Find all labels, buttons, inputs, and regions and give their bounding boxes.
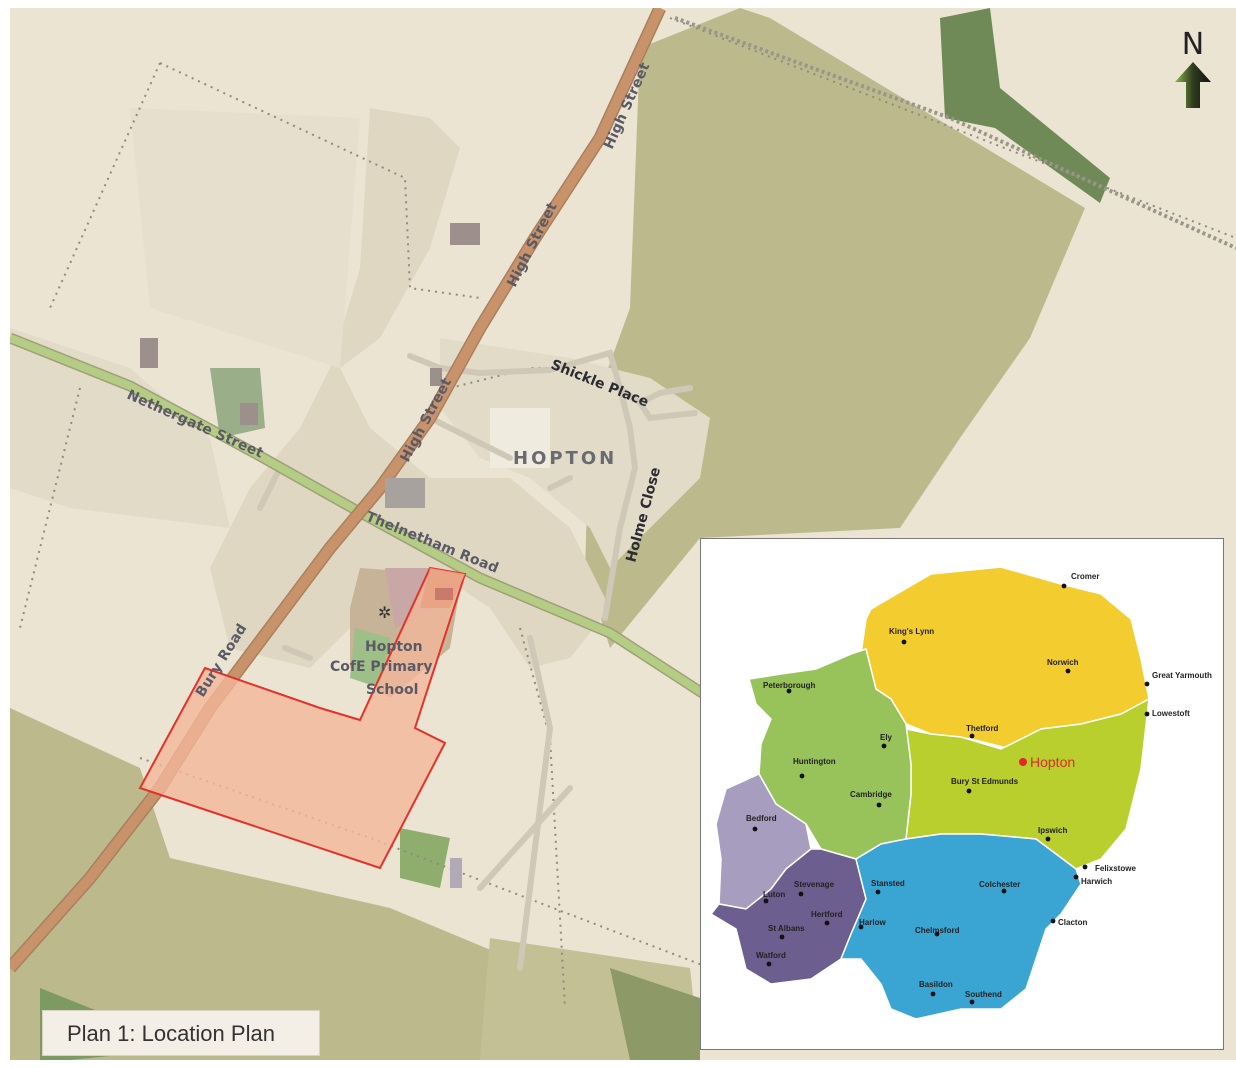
town-dots xyxy=(752,583,1150,1005)
town-kings-lynn: King's Lynn xyxy=(889,627,934,636)
town-cambridge: Cambridge xyxy=(850,790,892,799)
label-hopton-village: HOPTON xyxy=(513,448,617,469)
field-boundaries xyxy=(19,17,1236,1009)
town-norwich: Norwich xyxy=(1047,658,1079,667)
label-school-3: School xyxy=(366,682,418,698)
location-map[interactable]: ✲ High Street High Street High Street Ne… xyxy=(10,8,1236,1060)
town-stevenage: Stevenage xyxy=(794,880,835,889)
town-chelmsford: Chelmsford xyxy=(915,926,960,935)
label-school-1: Hopton xyxy=(365,639,423,655)
town-southend: Southend xyxy=(965,990,1002,999)
town-colchester: Colchester xyxy=(979,880,1020,889)
region-essex xyxy=(839,833,1082,1020)
north-arrow-icon xyxy=(1175,62,1211,108)
town-watford: Watford xyxy=(756,951,786,960)
town-great-yarmouth: Great Yarmouth xyxy=(1152,671,1212,680)
town-bedford: Bedford xyxy=(746,814,777,823)
town-thetford: Thetford xyxy=(966,724,999,733)
north-arrow: N xyxy=(1168,30,1218,115)
town-bury-st-edmunds: Bury St Edmunds xyxy=(951,777,1019,786)
town-peterborough: Peterborough xyxy=(763,681,816,690)
town-harlow: Harlow xyxy=(859,918,886,927)
town-stansted: Stansted xyxy=(871,879,905,888)
town-felixstowe: Felixstowe xyxy=(1095,864,1136,873)
school-icon: ✲ xyxy=(378,603,391,622)
hopton-marker xyxy=(1019,758,1027,766)
town-lowestoft: Lowestoft xyxy=(1152,709,1190,718)
railway-line xyxy=(674,16,1236,250)
town-basildon: Basildon xyxy=(919,980,953,989)
town-cromer: Cromer xyxy=(1071,572,1099,581)
regional-inset-map: Cromer King's Lynn Norwich Great Yarmout… xyxy=(700,538,1224,1050)
site-boundary[interactable] xyxy=(138,566,467,870)
village-area xyxy=(10,108,710,668)
town-ely: Ely xyxy=(880,733,893,742)
label-school-2: CofE Primary xyxy=(330,659,432,675)
plan-caption: Plan 1: Location Plan xyxy=(42,1010,320,1056)
north-label: N xyxy=(1181,27,1205,62)
town-luton: Luton xyxy=(763,890,785,899)
town-huntington: Huntington xyxy=(793,757,836,766)
town-harwich: Harwich xyxy=(1081,877,1112,886)
town-st-albans: St Albans xyxy=(768,924,805,933)
minor-roads xyxy=(257,349,698,971)
region-hertfordshire xyxy=(709,848,867,985)
town-hertford: Hertford xyxy=(811,910,843,919)
hopton-label: Hopton xyxy=(1030,754,1075,770)
town-ipswich: Ipswich xyxy=(1038,826,1067,835)
buildings xyxy=(140,223,480,888)
town-clacton: Clacton xyxy=(1058,918,1087,927)
site-access-strip xyxy=(420,568,465,608)
